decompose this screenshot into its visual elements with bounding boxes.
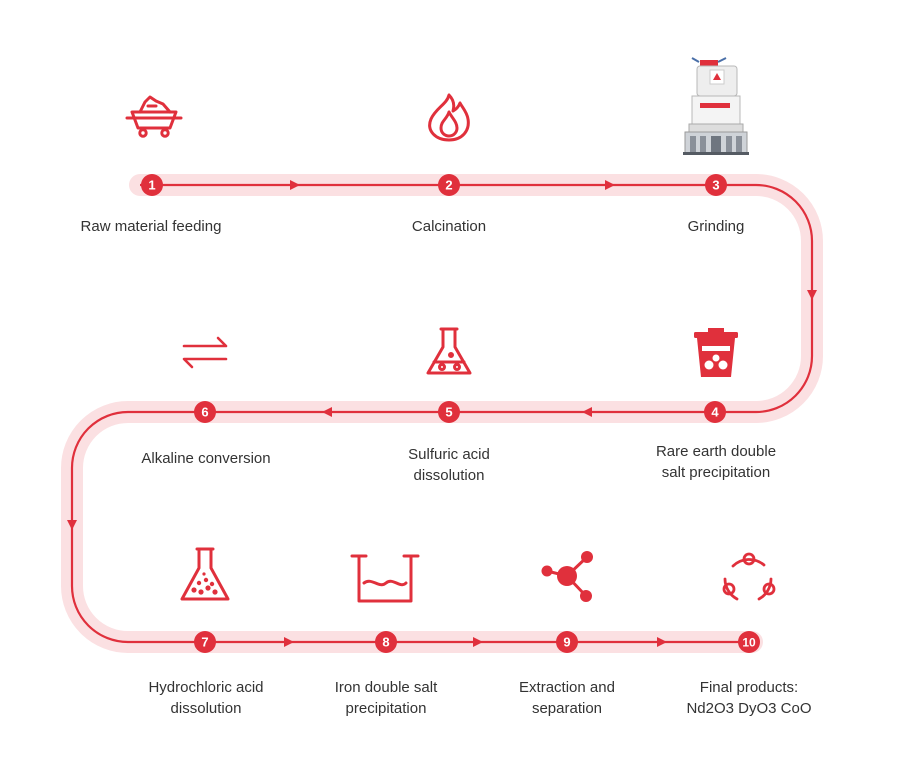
step-number: 9 [563,635,570,650]
step-label-line: Final products: [699,679,799,696]
step-label-10: Final products: Nd2O3 DyO3 CoO [649,677,849,719]
step-label-line: Hydrochloric acid [148,679,264,696]
step-badge-9: 9 [556,631,578,653]
flow-arrows [67,180,817,647]
arrow-right-icon [657,637,667,647]
step-label-9: Extraction and separation [467,677,667,719]
step-label-8: Iron double salt precipitation [286,677,486,719]
step-label-line: separation [531,700,603,717]
precipitation-tank-icon [694,328,738,377]
step-badge-2: 2 [438,174,460,196]
arrow-left-icon [322,407,332,417]
arrow-right-icon [473,637,483,647]
step-badge-7: 7 [194,631,216,653]
step-number: 8 [382,635,389,650]
step-label-line: Rare earth double [655,443,777,460]
grinding-mill-image [683,57,749,155]
step-number: 5 [445,405,452,420]
step-label-5: Sulfuric acid dissolution [349,444,549,486]
arrow-down-icon [807,290,817,300]
step-badge-8: 8 [375,631,397,653]
step-badge-4: 4 [704,401,726,423]
container-icon [350,554,420,603]
step-number: 4 [711,405,719,420]
step-label-line: Nd2O3 DyO3 CoO [686,700,812,717]
step-number: 6 [201,405,208,420]
flame-icon [428,93,470,142]
step-label-line: dissolution [170,700,242,717]
exchange-arrows-icon [182,336,228,369]
arrow-right-icon [284,637,294,647]
step-badge-6: 6 [194,401,216,423]
step-badge-3: 3 [705,174,727,196]
step-number: 1 [148,178,155,193]
step-label-line: Extraction and [519,679,615,696]
step-number: 7 [201,635,208,650]
step-badge-10: 10 [738,631,760,653]
flask-dots-icon [180,547,230,601]
arrow-down-icon [67,520,77,530]
step-label-line: Sulfuric acid [408,446,490,463]
step-label-3: Grinding [616,216,816,237]
step-number: 3 [712,178,719,193]
step-label-line: precipitation [345,700,427,717]
step-label-line: salt precipitation [661,464,771,481]
step-label-6: Alkaline conversion [106,448,306,469]
arrow-right-icon [605,180,615,190]
step-badge-5: 5 [438,401,460,423]
step-label-line: Alkaline conversion [141,450,271,467]
step-label-7: Hydrochloric acid dissolution [106,677,306,719]
cycle-icon [722,552,776,601]
step-number: 2 [445,178,452,193]
step-label-line: Raw material feeding [80,218,222,235]
flask-icon [426,327,472,375]
ore-cart-icon [125,95,183,138]
arrow-right-icon [290,180,300,190]
step-number: 10 [742,636,756,650]
step-label-1: Raw material feeding [51,216,251,237]
step-label-2: Calcination [349,216,549,237]
step-badge-1: 1 [141,174,163,196]
molecule-share-icon [541,551,593,602]
step-badges: 1 2 3 4 5 6 7 8 9 10 [141,174,760,653]
step-label-line: dissolution [413,467,485,484]
step-label-line: Calcination [411,218,487,235]
arrow-left-icon [582,407,592,417]
step-label-line: Grinding [687,218,745,235]
step-label-line: Iron double salt [334,679,438,696]
step-label-4: Rare earth double salt precipitation [616,441,816,483]
